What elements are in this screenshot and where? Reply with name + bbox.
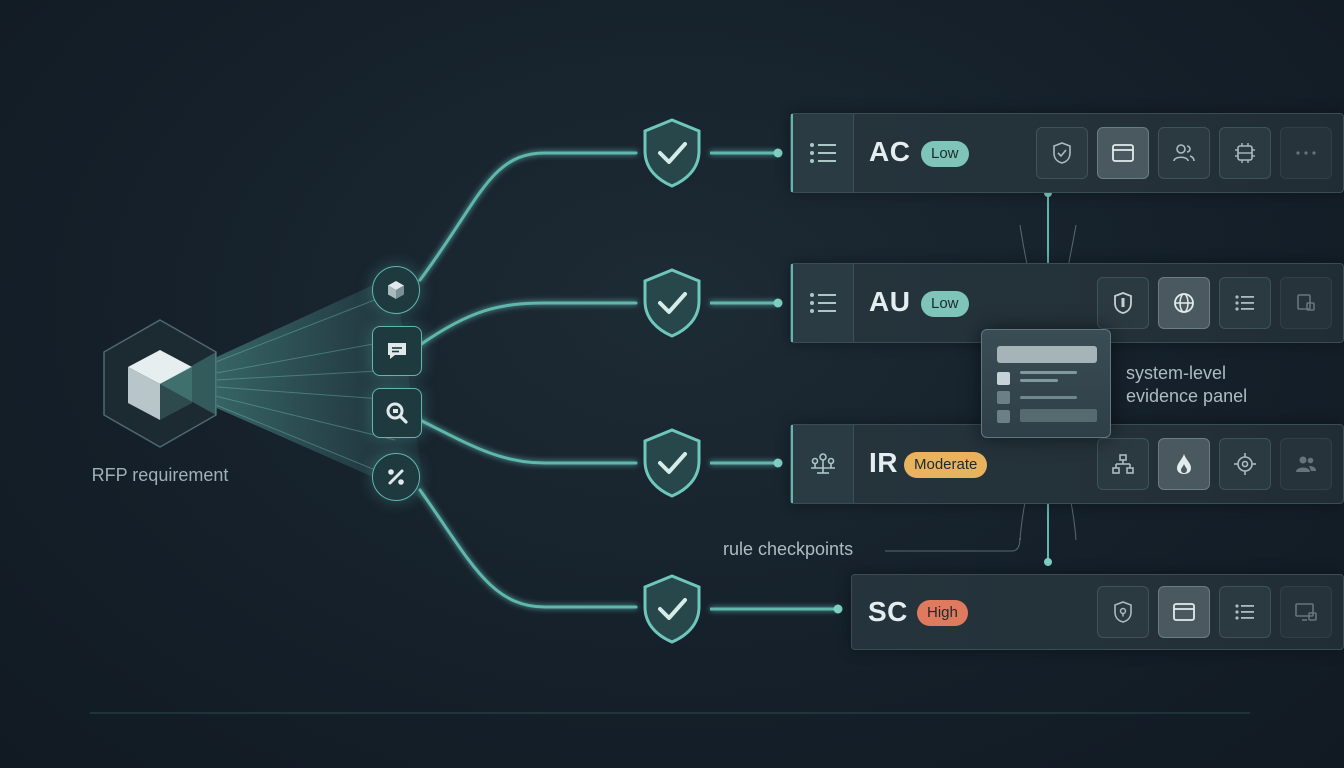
cube-hub-button[interactable] xyxy=(372,266,420,314)
checkpoint-shield-icon[interactable] xyxy=(640,573,704,645)
family-code: AU xyxy=(869,286,911,317)
chat-hub-button[interactable] xyxy=(372,326,422,376)
family-code: IR xyxy=(869,447,898,478)
evidence-panel-label: system-level evidence panel xyxy=(1126,363,1248,406)
tile-device-icon[interactable] xyxy=(1280,277,1332,329)
search-hub-button[interactable] xyxy=(372,388,422,438)
requirement-label: RFP requirement xyxy=(91,465,229,485)
panel-checkbox xyxy=(997,410,1010,423)
tile-monitor-lock-icon[interactable] xyxy=(1280,586,1332,638)
panel-checkbox xyxy=(997,391,1010,404)
family-code: AC xyxy=(869,136,911,167)
evidence-tiles xyxy=(1097,438,1332,490)
tile-window-icon[interactable] xyxy=(1158,586,1210,638)
cube-icon xyxy=(388,281,404,299)
tile-list-icon[interactable] xyxy=(1219,586,1271,638)
list-icon[interactable] xyxy=(791,264,854,342)
panel-checkbox xyxy=(997,372,1010,385)
impact-badge: Moderate xyxy=(904,452,988,478)
requirement-cube-icon xyxy=(103,319,217,448)
checkpoint-shield-icon[interactable] xyxy=(640,427,704,499)
evidence-tiles xyxy=(1097,586,1332,638)
panel-line xyxy=(1020,396,1077,399)
projection-beam xyxy=(160,275,425,500)
impact-badge: Low xyxy=(921,291,969,317)
evidence-tiles xyxy=(1097,277,1332,329)
tile-globe-icon[interactable] xyxy=(1158,277,1210,329)
tile-list-icon[interactable] xyxy=(1219,277,1271,329)
control-family-row-sc[interactable]: SC High xyxy=(851,574,1344,650)
tile-users-icon[interactable] xyxy=(1280,438,1332,490)
tile-flame-icon[interactable] xyxy=(1158,438,1210,490)
evidence-tiles xyxy=(1036,127,1332,179)
family-code: SC xyxy=(868,596,908,627)
rule-checkpoints-label: rule checkpoints xyxy=(723,539,854,559)
panel-header-bar xyxy=(997,346,1097,363)
control-family-row-ac[interactable]: AC Low xyxy=(790,113,1344,193)
chat-icon xyxy=(388,343,406,359)
tile-shield-icon[interactable] xyxy=(1036,127,1088,179)
tile-shield-icon[interactable] xyxy=(1097,586,1149,638)
tile-window-icon[interactable] xyxy=(1097,127,1149,179)
panel-line xyxy=(1020,379,1058,382)
network-icon[interactable] xyxy=(791,425,854,503)
checkpoint-shield-icon[interactable] xyxy=(640,267,704,339)
impact-badge: High xyxy=(917,600,968,626)
magnifier-icon xyxy=(386,402,408,424)
tile-hierarchy-icon[interactable] xyxy=(1097,438,1149,490)
percent-hub-button[interactable] xyxy=(372,453,420,501)
tile-target-icon[interactable] xyxy=(1219,438,1271,490)
impact-badge: Low xyxy=(921,141,969,167)
percent-icon xyxy=(388,469,404,485)
panel-block xyxy=(1020,409,1097,422)
tile-shield-icon[interactable] xyxy=(1097,277,1149,329)
tile-users-icon[interactable] xyxy=(1158,127,1210,179)
tile-more-icon[interactable] xyxy=(1280,127,1332,179)
list-icon[interactable] xyxy=(791,114,854,192)
checkpoint-shield-icon[interactable] xyxy=(640,117,704,189)
panel-line xyxy=(1020,371,1077,374)
evidence-panel[interactable] xyxy=(981,329,1111,438)
tile-chip-icon[interactable] xyxy=(1219,127,1271,179)
